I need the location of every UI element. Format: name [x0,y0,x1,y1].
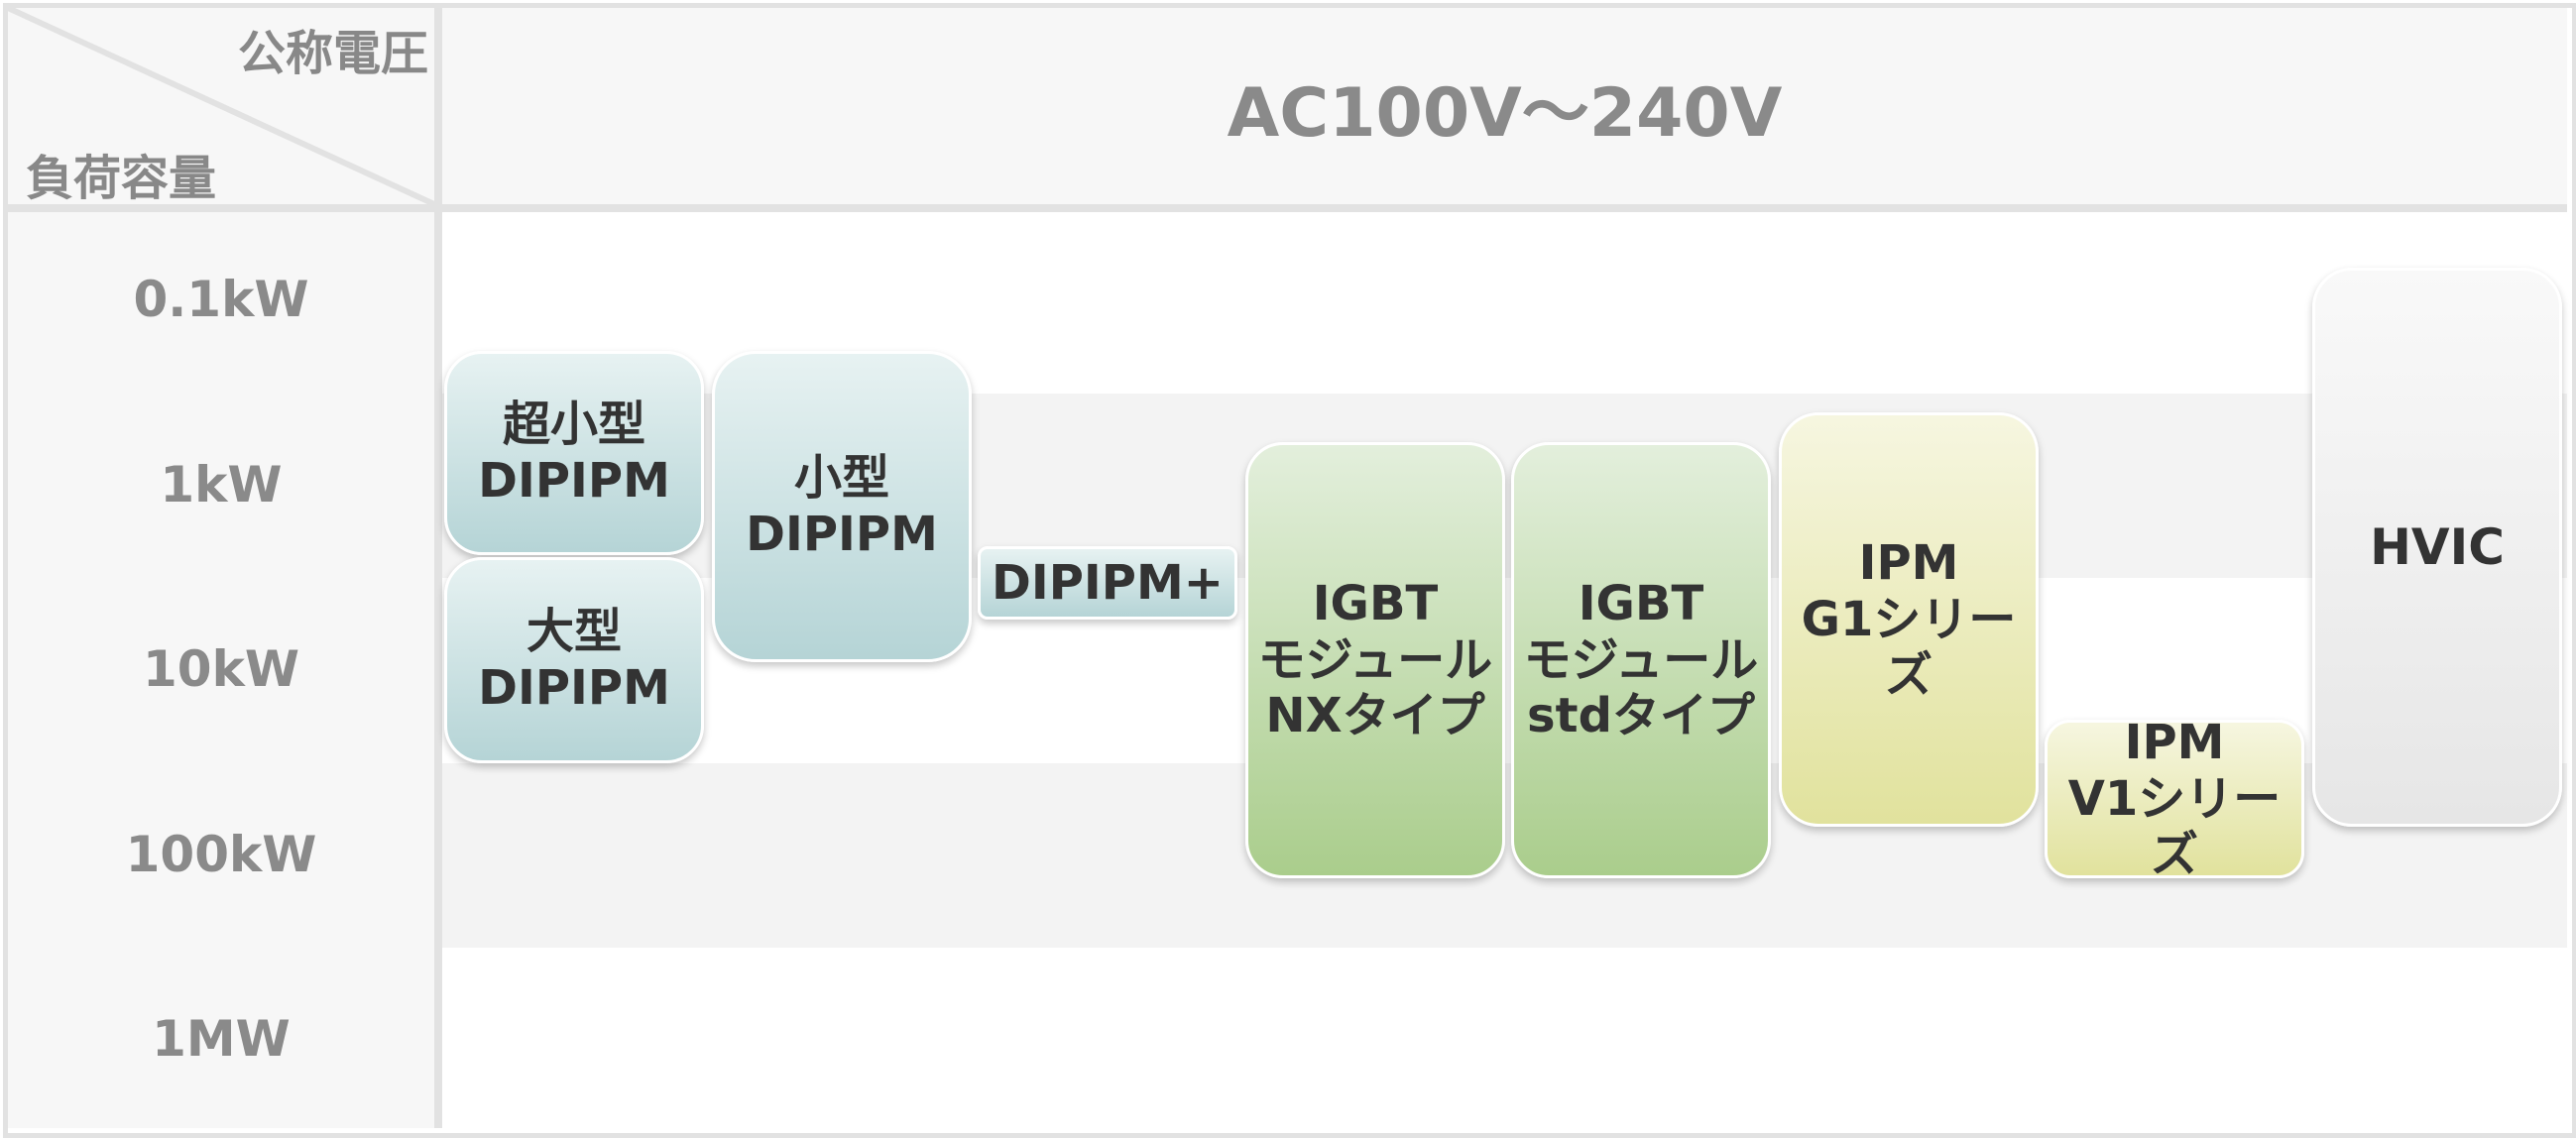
product-igbt-module-nx: IGBT モジュール NXタイプ [1245,442,1505,878]
product-igbt-module-std: IGBT モジュール stdタイプ [1511,442,1771,878]
product-dipipm-plus: DIPIPM+ [978,546,1237,620]
product-large-dipipm: 大型 DIPIPM [444,557,704,763]
product-hvic: HVIC [2312,268,2562,827]
horizontal-divider [8,204,2567,212]
product-ipm-g1: IPM G1シリーズ [1779,412,2039,827]
voltage-range-label: AC100V～240V [1227,73,1783,153]
vertical-divider [434,8,442,1128]
corner-label-capacity: 負荷容量 [26,151,217,206]
capacity-column [8,212,434,1128]
corner-label-voltage: 公称電圧 [237,26,428,81]
row-label-0-1kw: 0.1kW [133,271,309,328]
table-frame [3,3,2576,1138]
row-label-10kw: 10kW [143,640,299,698]
corner-diagonal-line [8,8,434,204]
product-ultra-small-dipipm: 超小型 DIPIPM [444,351,704,555]
row-label-1mw: 1MW [152,1010,291,1068]
voltage-header-cell [442,8,2567,204]
product-ipm-v1: IPM V1シリーズ [2045,715,2304,882]
row-label-1kw: 1kW [160,456,283,513]
product-small-dipipm: 小型 DIPIPM [712,351,972,662]
row-label-100kw: 100kW [125,826,317,883]
